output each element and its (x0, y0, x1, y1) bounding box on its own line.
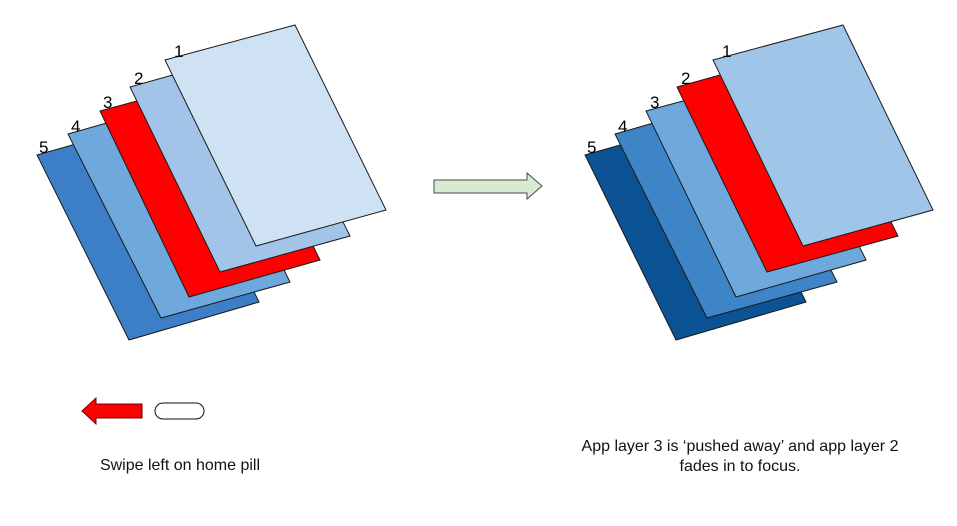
before-layer-2-number: 2 (134, 69, 143, 88)
before-layer-4-number: 4 (71, 117, 80, 136)
before-layer-1-number: 1 (174, 42, 183, 61)
after-layer-5-number: 5 (587, 138, 596, 157)
after-layer-2-number: 2 (681, 69, 690, 88)
after-layer-1-number: 1 (722, 42, 731, 61)
after-layer-3-number: 3 (650, 93, 659, 112)
before-layer-stack: 5 4 3 2 1 (36, 24, 387, 341)
after-layer-1 (712, 24, 934, 247)
result-caption: App layer 3 is ‘pushed away’ and app lay… (581, 438, 899, 475)
home-pill (154, 402, 205, 420)
swipe-caption: Swipe left on home pill (99, 457, 261, 474)
transition-arrow-icon (433, 171, 543, 201)
swipe-left-arrow-icon (81, 396, 143, 426)
before-layer-1 (164, 24, 387, 247)
before-layer-5-number: 5 (39, 138, 48, 157)
after-layer-4-number: 4 (618, 117, 627, 136)
after-layer-stack: 5 4 3 2 1 (584, 24, 934, 341)
before-layer-3-number: 3 (103, 93, 112, 112)
